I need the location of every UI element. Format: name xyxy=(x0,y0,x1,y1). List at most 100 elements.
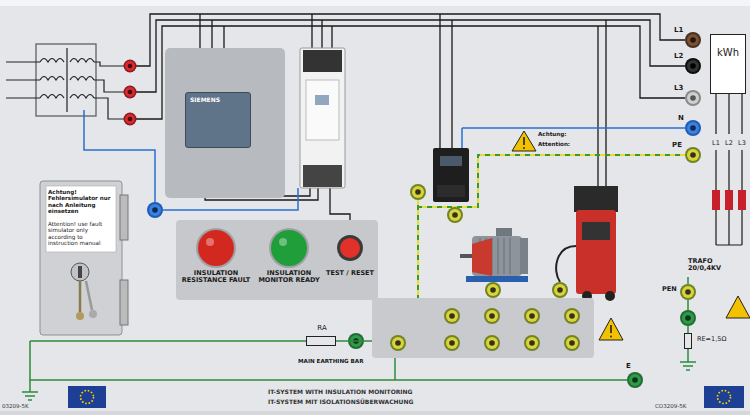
socket-set xyxy=(627,372,643,388)
fault-simulator-door xyxy=(46,186,116,252)
terminal-label: PE xyxy=(672,141,682,149)
socket-set xyxy=(410,184,426,200)
earth-wire xyxy=(22,391,38,393)
label-slot: E xyxy=(626,362,631,370)
socket-set xyxy=(484,308,500,324)
motor-illustration xyxy=(460,228,528,282)
terminal-label: PEN xyxy=(662,286,677,293)
earthing-bar xyxy=(372,298,594,358)
fault-simulator-door xyxy=(120,195,128,240)
warning-sign xyxy=(599,318,623,340)
socket-set xyxy=(552,282,568,298)
lamp-symbol xyxy=(269,228,309,268)
phase-wires xyxy=(136,14,685,222)
fault-simulator-door xyxy=(76,312,84,320)
label-slot: 03209-5K xyxy=(2,403,29,409)
earthing-bar: MAIN EARTHING BAR xyxy=(372,298,594,358)
socket-set xyxy=(564,335,580,351)
lamp-label: INSULATION MONITOR READY xyxy=(252,270,326,285)
transformer-symbol xyxy=(6,97,40,98)
button-symbol xyxy=(324,226,376,296)
socket-set xyxy=(685,147,701,163)
warning-text: Achtung! Fehlersimulator nur nach Anleit… xyxy=(48,189,112,215)
panel-title: IT-SYSTEM WITH INSULATION MONITORING xyxy=(268,389,413,396)
socket-set xyxy=(680,284,696,300)
welder-illustration xyxy=(576,210,616,294)
protective-wire xyxy=(417,200,419,298)
warning-sign xyxy=(523,137,525,145)
warning-text: Attention! use fault simulator only acco… xyxy=(48,221,112,247)
fault-simulator-door xyxy=(79,281,82,312)
label-slot: L3 xyxy=(674,84,683,92)
breaker-panel xyxy=(165,48,285,198)
transformer-symbol xyxy=(70,77,94,81)
transformer-symbol xyxy=(6,44,124,119)
resistor-label: RA xyxy=(307,324,337,332)
text-slot: INSULATION RESISTANCE FAULT xyxy=(178,270,254,285)
warning-sign xyxy=(523,147,525,149)
transformer-symbol xyxy=(40,77,64,81)
eu-flag xyxy=(68,386,744,408)
motor-illustration xyxy=(472,236,522,276)
socket-set xyxy=(524,335,540,351)
fault-simulator-door xyxy=(120,280,128,325)
earth-wire xyxy=(687,326,689,333)
lamp-symbol xyxy=(198,230,234,266)
terminal-label: N xyxy=(678,114,684,122)
neutral-wire xyxy=(461,128,463,148)
earth-wire xyxy=(687,300,689,310)
socket-set xyxy=(680,310,696,326)
button-label: TEST / RESET xyxy=(324,270,376,277)
socket-set xyxy=(124,32,702,388)
socket-set xyxy=(685,90,701,106)
panel-ground xyxy=(0,0,750,6)
part-number: 03209-5K xyxy=(2,403,29,409)
socket-set xyxy=(485,282,501,298)
socket-set xyxy=(444,308,460,324)
welder-illustration xyxy=(574,186,618,212)
transformer-symbol xyxy=(36,44,96,116)
welder-illustration xyxy=(582,222,610,240)
terminal-label: L1 xyxy=(674,26,683,34)
socket-set xyxy=(685,120,701,136)
socket-set xyxy=(447,207,463,223)
label-slot: Attention: xyxy=(538,141,570,147)
frequency-inverter xyxy=(433,148,469,202)
phase-wires xyxy=(451,20,452,148)
eu-flag xyxy=(68,386,106,408)
label-slot: L2 xyxy=(724,140,734,147)
fault-lamp: INSULATION RESISTANCE FAULT xyxy=(178,226,254,296)
warning-label: Attention: xyxy=(538,141,570,147)
transformer-symbol xyxy=(94,62,124,66)
transformer-symbol xyxy=(6,79,40,80)
transformer-symbol xyxy=(66,48,67,112)
lamp-symbol xyxy=(178,226,254,296)
fuse-symbol xyxy=(712,190,746,210)
fault-simulator-door xyxy=(40,181,128,335)
text-slot: INSULATION MONITOR READY xyxy=(252,270,326,285)
label-slot: L2 xyxy=(674,52,683,60)
label-slot: IT-SYSTEM MIT ISOLATIONSÜBERWACHUNG xyxy=(268,399,413,406)
button-symbol xyxy=(337,235,363,261)
transformer-symbol xyxy=(70,95,94,99)
motor-illustration xyxy=(496,228,512,236)
text-slot: TEST / RESET xyxy=(324,270,376,277)
lamp-symbol xyxy=(196,228,236,268)
phase-label: L2 xyxy=(724,140,734,147)
socket-set xyxy=(484,335,500,351)
button-symbol xyxy=(340,238,360,258)
panel-ground xyxy=(0,411,750,415)
text-slot: kWh xyxy=(711,47,745,59)
socket-set xyxy=(390,335,406,351)
socket-set xyxy=(444,335,460,351)
phase-wires xyxy=(321,20,322,48)
phase-wires xyxy=(605,20,606,186)
earth-connector xyxy=(336,340,372,342)
socket-set xyxy=(685,32,701,48)
monitor-relay xyxy=(315,95,329,105)
label-slot: Achtung: xyxy=(538,131,567,137)
meter-label: kWh xyxy=(711,47,745,59)
warning-label: Achtung: xyxy=(538,131,567,137)
motor-illustration xyxy=(472,238,492,276)
